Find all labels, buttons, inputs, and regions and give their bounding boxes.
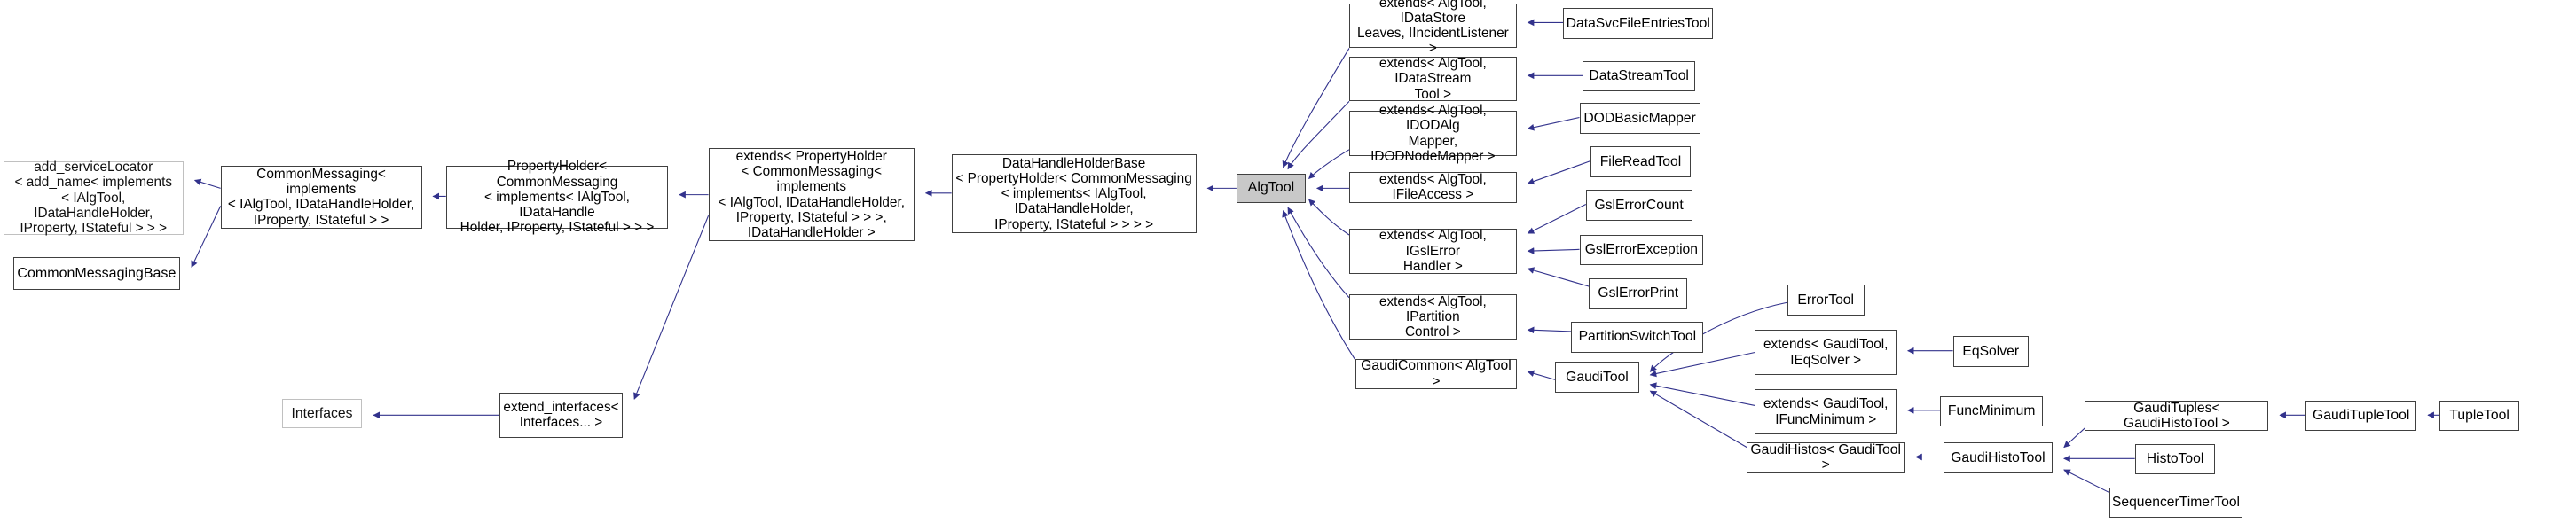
edge-GslErrorException-to-extIGslErrorHandler [1527, 244, 1579, 257]
class-node-PartitionSwitchTool[interactable]: PartitionSwitchTool [1571, 322, 1704, 353]
class-node-extendsPropertyHolder[interactable]: extends< PropertyHolder < CommonMessagin… [708, 147, 915, 242]
class-node-ErrorTool[interactable]: ErrorTool [1787, 285, 1865, 316]
edge-GslErrorPrint-to-extIGslErrorHandler [1527, 265, 1589, 286]
edge-GaudiHistosGaudiTool-to-GaudiTool [1649, 391, 1747, 448]
edge-GaudiTuplesGaudiHistoTool-to-GaudiHistoTool [2062, 428, 2085, 449]
edge-PartitionSwitchTool-to-extIPartitionControl [1527, 324, 1571, 337]
class-node-DataStreamTool[interactable]: DataStreamTool [1583, 60, 1696, 92]
class-node-TupleTool[interactable]: TupleTool [2439, 400, 2520, 432]
class-node-GaudiCommonAlgTool[interactable]: GaudiCommon< AlgTool > [1355, 358, 1517, 390]
class-node-extIFuncMinimum[interactable]: extends< GaudiTool, IFuncMinimum > [1755, 389, 1897, 435]
class-node-extIFileAccess[interactable]: extends< AlgTool, IFileAccess > [1348, 172, 1517, 203]
class-node-FileReadTool[interactable]: FileReadTool [1590, 146, 1691, 177]
edge-extDODAlgMapper-to-AlgTool [1308, 150, 1349, 180]
class-node-extIGslErrorHandler[interactable]: extends< AlgTool, IGslError Handler > [1348, 228, 1517, 274]
class-node-PropertyHolder[interactable]: PropertyHolder< CommonMessaging < implem… [445, 159, 669, 235]
edge-DODBasicMapper-to-extDODAlgMapper [1527, 118, 1579, 133]
edge-extendsPropertyHolder-to-extend_interfaces [632, 215, 708, 401]
class-node-CommonMessagingBase[interactable]: CommonMessagingBase [12, 257, 181, 290]
class-node-Interfaces[interactable]: Interfaces [281, 399, 363, 428]
class-node-GslErrorException[interactable]: GslErrorException [1579, 235, 1704, 266]
class-node-GaudiTupleTool[interactable]: GaudiTupleTool [2305, 400, 2417, 432]
class-node-EqSolver[interactable]: EqSolver [1952, 336, 2029, 367]
edge-extDataStreamTool-to-AlgTool [1288, 101, 1349, 170]
class-node-DataSvcFileEntriesTool[interactable]: DataSvcFileEntriesTool [1563, 8, 1714, 39]
class-node-CommonMessaging[interactable]: CommonMessaging< implements < IAlgTool, … [220, 165, 422, 229]
edge-extIPartitionControl-to-AlgTool [1288, 206, 1349, 298]
edge-GslErrorCount-to-extIGslErrorHandler [1527, 205, 1585, 234]
class-node-extDODAlgMapper[interactable]: extends< AlgTool, IDODAlg Mapper, IDODNo… [1348, 103, 1517, 164]
class-node-GaudiTuplesGaudiHistoTool[interactable]: GaudiTuples< GaudiHistoTool > [2085, 401, 2269, 432]
edge-CommonMessaging-to-add_serviceLocator [193, 177, 221, 190]
edge-CommonMessaging-to-CommonMessagingBase [191, 206, 221, 269]
class-node-extIPartitionControl[interactable]: extends< AlgTool, IPartition Control > [1348, 294, 1517, 340]
class-node-GaudiHistoTool[interactable]: GaudiHistoTool [1943, 442, 2054, 473]
class-node-DODBasicMapper[interactable]: DODBasicMapper [1579, 103, 1700, 134]
class-node-add_serviceLocator[interactable]: add_serviceLocator < add_name< implement… [3, 160, 184, 236]
class-node-HistoTool[interactable]: HistoTool [2134, 443, 2216, 475]
edge-extIEqSolver-to-GaudiTool [1649, 353, 1755, 379]
class-node-GslErrorCount[interactable]: GslErrorCount [1585, 190, 1692, 221]
class-node-extend_interfaces[interactable]: extend_interfaces< Interfaces... > [499, 392, 624, 438]
class-node-AlgTool[interactable]: AlgTool [1236, 174, 1306, 203]
class-node-DataHandleHolderBase[interactable]: DataHandleHolderBase < PropertyHolder< C… [951, 154, 1197, 234]
edge-FileReadTool-to-extIFileAccess [1527, 161, 1590, 186]
class-node-GslErrorPrint[interactable]: GslErrorPrint [1589, 278, 1688, 309]
class-node-FuncMinimum[interactable]: FuncMinimum [1940, 395, 2044, 426]
class-node-GaudiTool[interactable]: GaudiTool [1555, 362, 1639, 393]
edge-extDataStoreLeaves-to-AlgTool [1281, 48, 1349, 169]
edge-extIGslErrorHandler-to-AlgTool [1308, 199, 1349, 235]
edge-extIFuncMinimum-to-GaudiTool [1649, 380, 1755, 406]
class-node-extIEqSolver[interactable]: extends< GaudiTool, IEqSolver > [1755, 330, 1897, 375]
class-node-SequencerTimerTool[interactable]: SequencerTimerTool [2109, 487, 2243, 519]
class-node-extDataStoreLeaves[interactable]: extends< AlgTool, IDataStore Leaves, IIn… [1348, 0, 1517, 56]
class-node-GaudiHistosGaudiTool[interactable]: GaudiHistos< GaudiTool > [1747, 442, 1905, 473]
edge-GaudiTool-to-GaudiCommonAlgTool [1527, 369, 1555, 381]
edge-GaudiCommonAlgTool-to-AlgTool [1281, 209, 1356, 361]
class-node-extDataStreamTool[interactable]: extends< AlgTool, IDataStream Tool > [1348, 56, 1517, 102]
edge-SequencerTimerTool-to-GaudiHistoTool [2062, 470, 2109, 492]
